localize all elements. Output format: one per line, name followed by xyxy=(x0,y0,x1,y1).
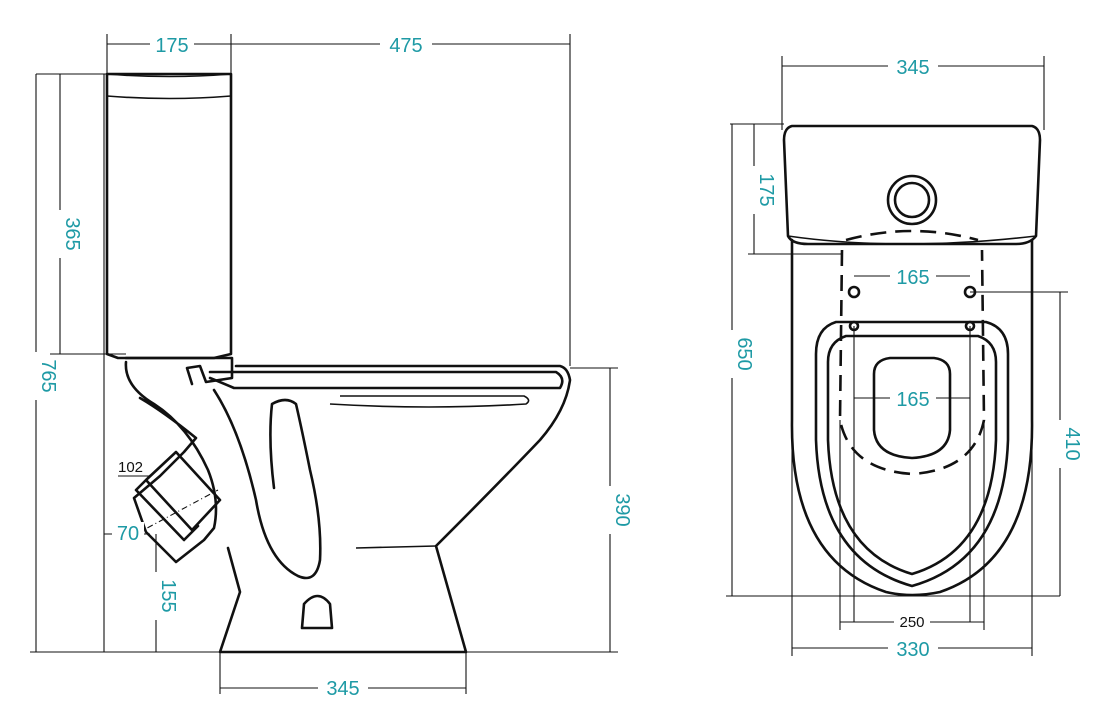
dim-hole-depth: 410 xyxy=(1061,427,1083,460)
dim-top-tank-depth: 175 xyxy=(755,173,777,206)
dim-bowl-projection: 475 xyxy=(389,35,422,57)
top-bowl-opening xyxy=(872,356,952,460)
flush-button-inner-icon xyxy=(893,181,931,219)
dim-outlet-diameter: 102 xyxy=(118,459,143,476)
side-outlet-pipe xyxy=(134,450,222,542)
side-base-opening xyxy=(300,594,334,630)
flush-button-icon xyxy=(886,174,938,226)
dim-seat-height: 390 xyxy=(611,493,633,526)
dim-total-depth: 650 xyxy=(733,337,755,370)
dim-tank-depth: 175 xyxy=(155,35,188,57)
side-trapway xyxy=(212,388,322,580)
side-base-top xyxy=(355,545,437,549)
dim-tank-width: 345 xyxy=(896,57,929,79)
side-tank-outline xyxy=(105,72,233,360)
side-bowl-outline xyxy=(124,360,572,654)
side-bowl-rim xyxy=(208,370,564,390)
top-seat-outer xyxy=(814,320,1010,588)
side-tank-lid-line xyxy=(106,73,232,100)
hinge-hole-left-icon xyxy=(847,285,861,299)
top-seat-inner xyxy=(826,334,998,576)
dim-outlet-height: 155 xyxy=(157,579,179,612)
side-tank-base xyxy=(124,356,234,386)
top-tank-outline xyxy=(782,124,1042,246)
dim-bowl-width: 330 xyxy=(896,639,929,661)
top-tank-dashed xyxy=(845,229,979,242)
dim-outlet-offset: 70 xyxy=(117,523,139,545)
top-bowl-outline xyxy=(790,238,1034,597)
dim-hole-spacing-rear: 165 xyxy=(896,267,929,289)
side-bowl-inner-rim xyxy=(329,395,530,408)
outlet-center-line xyxy=(135,489,219,535)
dim-hole-spacing-front: 165 xyxy=(896,389,929,411)
dim-total-height: 765 xyxy=(37,359,59,392)
dim-tank-height: 365 xyxy=(61,217,83,250)
side-view: 175 475 365 765 390 102 70 155 xyxy=(24,34,633,700)
dim-base-length: 345 xyxy=(326,678,359,700)
top-view: 345 175 650 165 165 410 250 xyxy=(720,56,1083,661)
dim-base-width: 250 xyxy=(899,614,924,631)
top-tank-edge xyxy=(787,235,1037,245)
